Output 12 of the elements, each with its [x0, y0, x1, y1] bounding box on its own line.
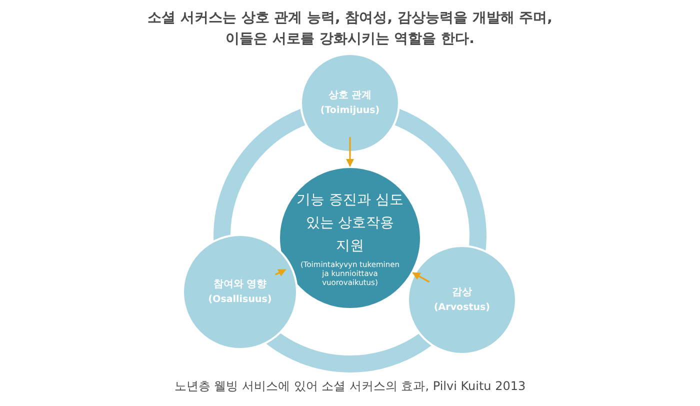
title: 소셜 서커스는 상호 관계 능력, 참여성, 감상능력을 개발해 주며, 이들은 서로를 강화시키는 역할을 한다. — [146, 9, 554, 49]
circle-heading: 상호 관계 — [328, 89, 372, 103]
arrow — [346, 137, 354, 167]
arrow — [412, 272, 430, 283]
circle-heading: 참여와 영향 — [213, 278, 267, 292]
circle-subtitle: (Osallisuus) — [208, 293, 272, 307]
circle-heading: 기능 증진과 심도 있는 상호작용 지원 — [296, 191, 404, 256]
caption: 노년층 웰빙 서비스에 있어 소셜 서커스의 효과, Pilvi Kuitu 2013 — [173, 378, 527, 395]
circle-subtitle: (Toimijuus) — [320, 104, 380, 118]
circle-heading: 감상 — [452, 286, 472, 300]
arrow — [275, 269, 286, 276]
circle-subtitle: (Arvostus) — [434, 301, 490, 315]
